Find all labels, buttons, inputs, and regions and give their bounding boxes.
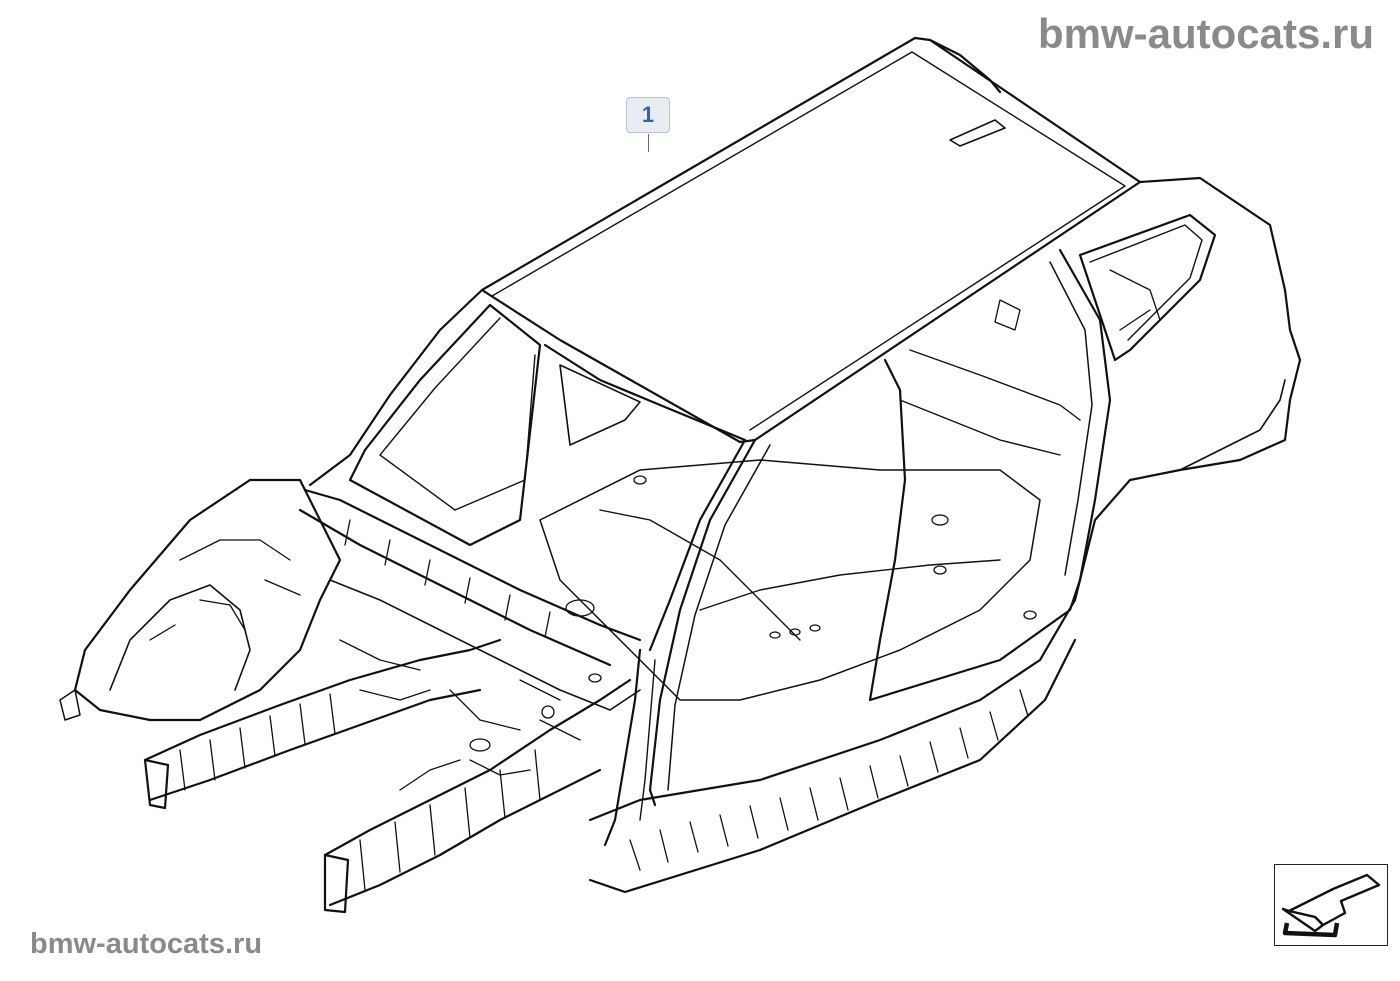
rear-wheel-arch — [1179, 379, 1286, 471]
callout-leader-line — [648, 134, 649, 152]
b-pillar-inner — [667, 444, 771, 791]
rear-quarter-detail — [994, 269, 1161, 331]
floor-holes — [469, 475, 1037, 752]
front-left-wheel-arch — [109, 584, 251, 691]
rear-roof-flare — [928, 38, 1002, 94]
sill-panel — [588, 598, 1077, 822]
watermark-top: bmw-autocats.ru — [1037, 10, 1374, 57]
sill-lower — [588, 638, 1077, 894]
windscreen-frame — [348, 303, 542, 547]
cowl-lower — [298, 508, 612, 667]
c-pillar-inner — [1049, 261, 1093, 576]
rear-side-window-inner — [1089, 224, 1203, 341]
roof-panel — [480, 36, 1142, 444]
windscreen-inner — [379, 317, 536, 511]
front-right-rail-end — [323, 853, 350, 914]
front-left-rail-lower — [148, 688, 482, 802]
roof-inner-edge — [491, 51, 1126, 431]
a-pillar — [308, 288, 484, 487]
front-left-rail-ribs — [179, 693, 336, 791]
rear-quarter-panel — [1073, 176, 1302, 602]
cowl-ribs — [344, 519, 551, 638]
front-right-rail — [323, 678, 632, 857]
front-left-rail-end — [143, 758, 170, 810]
cowl-panel — [303, 488, 642, 642]
rear-door-opening — [868, 358, 1082, 702]
hinge-pillar-inner — [639, 659, 656, 821]
front-door-frame — [543, 343, 747, 652]
front-left-apron-detail — [149, 539, 301, 641]
front-window-opening — [559, 364, 641, 446]
floor-crossmember — [699, 559, 1001, 611]
roof-antenna — [949, 119, 1006, 147]
back-navigation-button[interactable] — [1274, 864, 1388, 946]
part-callout-1[interactable]: 1 — [626, 97, 670, 133]
front-left-rail — [143, 638, 502, 762]
engine-bay-details — [339, 639, 581, 791]
c-pillar — [1058, 248, 1112, 582]
sill-panel-ribs — [629, 689, 1029, 871]
hinge-pillar — [603, 648, 642, 847]
front-left-strut-tower — [73, 478, 342, 722]
engine-bay-firewall — [329, 579, 641, 711]
rear-side-window — [1078, 213, 1217, 362]
rear-crossmember — [899, 349, 1081, 456]
back-arrow-icon — [1281, 873, 1381, 938]
floor-tunnel — [599, 509, 801, 641]
front-left-bracket — [59, 689, 81, 721]
watermark-bottom: bmw-autocats.ru — [30, 928, 263, 960]
floor-pan — [539, 459, 1041, 701]
front-right-rail-ribs — [359, 749, 541, 891]
b-pillar — [648, 438, 757, 807]
